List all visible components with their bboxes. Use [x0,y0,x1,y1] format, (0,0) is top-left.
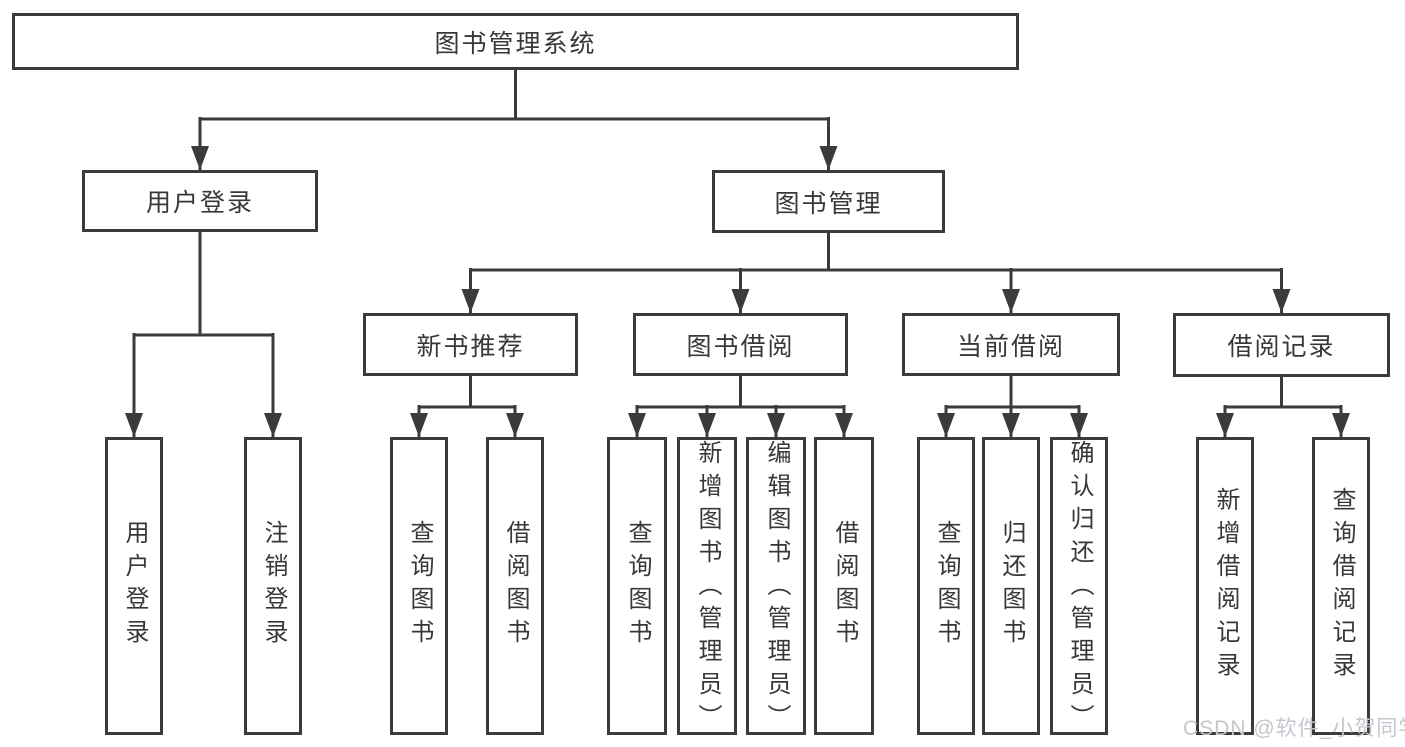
leaf-edit-books-admin: 编辑图书（管理员） [746,437,806,735]
connector-user-login-to-leaves [125,231,282,437]
node-library-system: 图书管理系统 [12,13,1019,70]
leaf-add-books-admin: 新增图书（管理员） [677,437,737,735]
leaf-confirm-return-admin: 确认归还（管理员） [1050,437,1108,735]
leaf-borrow-books-recommend: 借阅图书 [486,437,544,735]
connector-root-to-level2 [191,69,838,170]
leaf-logout: 注销登录 [244,437,302,735]
connector-book-mgmt-to-level3 [461,232,1291,313]
leaf-query-books-recommend: 查询图书 [390,437,448,735]
node-user-login: 用户登录 [82,170,318,232]
node-book-borrow: 图书借阅 [633,313,848,376]
csdn-watermark: CSDN @软件_小贺同学 [1183,717,1405,740]
connector-current-borrow-to-leaves [937,375,1088,437]
connector-borrow-records-to-leaves [1216,375,1350,437]
leaf-query-books-borrow: 查询图书 [607,437,667,735]
node-current-borrow: 当前借阅 [902,313,1120,376]
leaf-borrow-books: 借阅图书 [814,437,874,735]
node-book-management: 图书管理 [712,170,945,233]
leaf-query-borrow-record: 查询借阅记录 [1312,437,1370,735]
leaf-add-borrow-record: 新增借阅记录 [1196,437,1254,735]
connector-new-book-recommend-to-leaves [410,375,524,437]
node-borrow-records: 借阅记录 [1173,313,1390,377]
leaf-user-login: 用户登录 [105,437,163,735]
leaf-return-books: 归还图书 [982,437,1040,735]
leaf-query-books-current: 查询图书 [917,437,975,735]
node-new-book-recommend: 新书推荐 [363,313,578,376]
connector-book-borrow-to-leaves [628,375,853,437]
